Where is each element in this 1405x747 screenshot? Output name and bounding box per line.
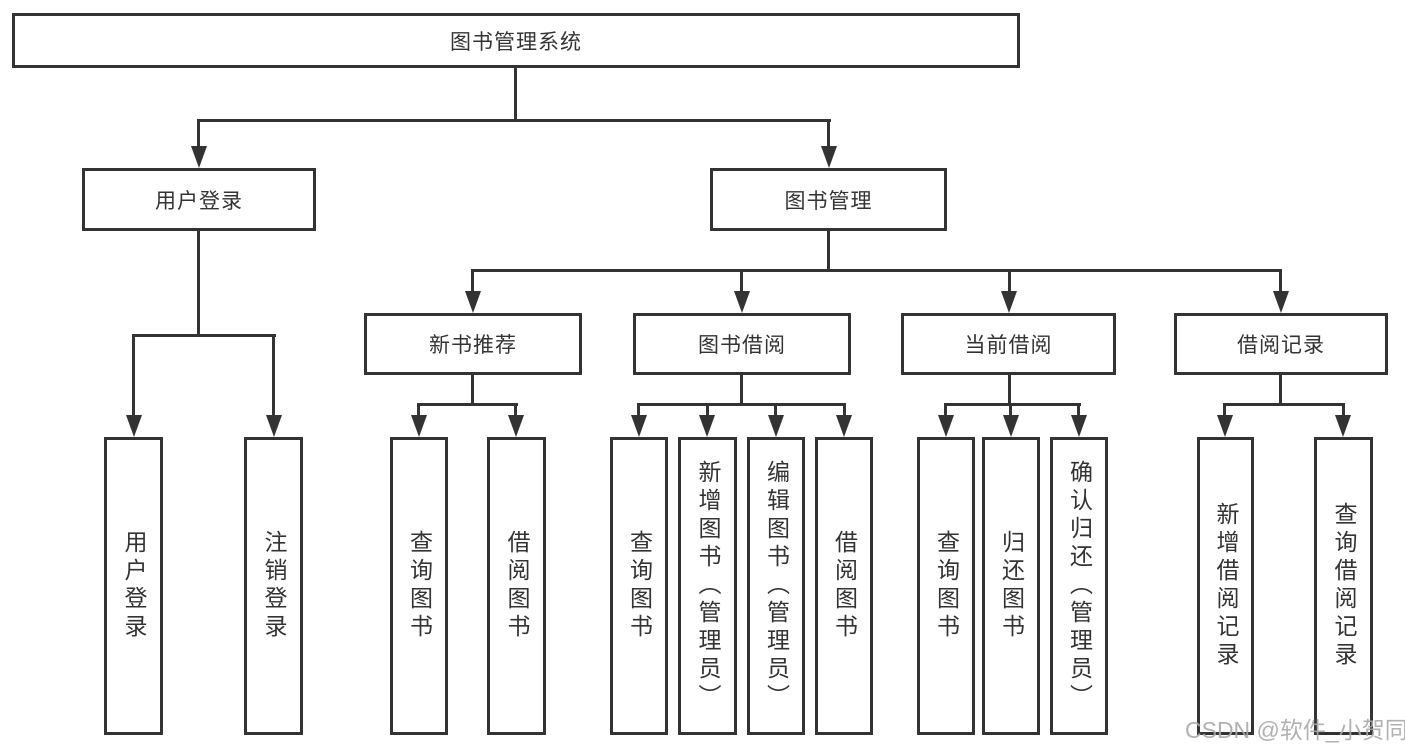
connector-line — [1223, 403, 1345, 406]
arrowhead-icon — [734, 291, 750, 313]
arrowhead-icon — [699, 415, 715, 437]
node-borrow-records: 借阅记录 — [1174, 313, 1388, 375]
connector-line — [417, 403, 518, 406]
node-current-borrowing: 当前借阅 — [901, 313, 1116, 375]
connector-line — [944, 403, 1081, 406]
arrowhead-icon — [1335, 415, 1351, 437]
connector-line — [706, 403, 709, 418]
node-book-borrowing: 图书借阅 — [633, 313, 851, 375]
leaf-borrowing-query-book: 查询图书 — [610, 437, 668, 735]
leaf-user-login: 用户登录 — [104, 437, 163, 735]
arrowhead-icon — [1217, 415, 1233, 437]
leaf-query-borrow-record: 查询借阅记录 — [1314, 437, 1373, 735]
arrowhead-icon — [465, 291, 481, 313]
connector-line — [1008, 375, 1011, 406]
leaf-add-borrow-record: 新增借阅记录 — [1197, 437, 1254, 735]
connector-line — [514, 403, 517, 418]
connector-line — [944, 403, 947, 418]
connector-line — [1009, 403, 1012, 418]
connector-line — [637, 403, 846, 406]
connector-line — [843, 403, 846, 418]
connector-line — [1077, 403, 1080, 418]
connector-line — [827, 119, 830, 149]
connector-line — [1223, 403, 1226, 418]
connector-line — [774, 403, 777, 418]
connector-line — [827, 231, 830, 272]
arrowhead-icon — [1071, 415, 1087, 437]
arrowhead-icon — [836, 415, 852, 437]
node-root-library-system: 图书管理系统 — [12, 13, 1020, 68]
connector-line — [1342, 403, 1345, 418]
leaf-logout: 注销登录 — [244, 437, 303, 735]
leaf-edit-book-admin: 编辑图书（管理员） — [747, 437, 805, 735]
arrowhead-icon — [191, 146, 207, 168]
leaf-recommend-query-book: 查询图书 — [390, 437, 448, 735]
leaf-confirm-return-admin: 确认归还（管理员） — [1050, 437, 1108, 735]
arrowhead-icon — [126, 415, 142, 437]
arrowhead-icon — [768, 415, 784, 437]
arrowhead-icon — [938, 415, 954, 437]
arrowhead-icon — [508, 415, 524, 437]
connector-line — [1008, 269, 1011, 293]
csdn-watermark: CSDN @软件_小贺同学 — [1185, 717, 1405, 743]
leaf-recommend-borrow-book: 借阅图书 — [487, 437, 546, 735]
node-book-management: 图书管理 — [710, 168, 947, 231]
leaf-return-book: 归还图书 — [982, 437, 1040, 735]
arrowhead-icon — [1003, 415, 1019, 437]
connector-line — [197, 119, 831, 122]
connector-line — [1279, 375, 1282, 406]
connector-line — [637, 403, 640, 418]
leaf-current-query-book: 查询图书 — [917, 437, 975, 735]
arrowhead-icon — [266, 415, 282, 437]
connector-line — [740, 375, 743, 406]
connector-line — [471, 269, 474, 293]
arrowhead-icon — [1273, 291, 1289, 313]
connector-line — [272, 334, 275, 418]
connector-line — [132, 334, 276, 337]
leaf-add-book-admin: 新增图书（管理员） — [678, 437, 737, 735]
connector-line — [197, 231, 200, 337]
arrowhead-icon — [821, 146, 837, 168]
connector-line — [471, 375, 474, 406]
connector-line — [471, 269, 1282, 272]
node-user-login: 用户登录 — [82, 168, 316, 231]
connector-line — [740, 269, 743, 293]
connector-line — [197, 119, 200, 149]
arrowhead-icon — [1001, 291, 1017, 313]
arrowhead-icon — [411, 415, 427, 437]
connector-line — [514, 68, 517, 122]
connector-line — [132, 334, 135, 418]
arrowhead-icon — [631, 415, 647, 437]
connector-line — [417, 403, 420, 418]
node-new-book-recommend: 新书推荐 — [364, 313, 582, 375]
connector-line — [1279, 269, 1282, 293]
leaf-borrowing-borrow-book: 借阅图书 — [815, 437, 873, 735]
